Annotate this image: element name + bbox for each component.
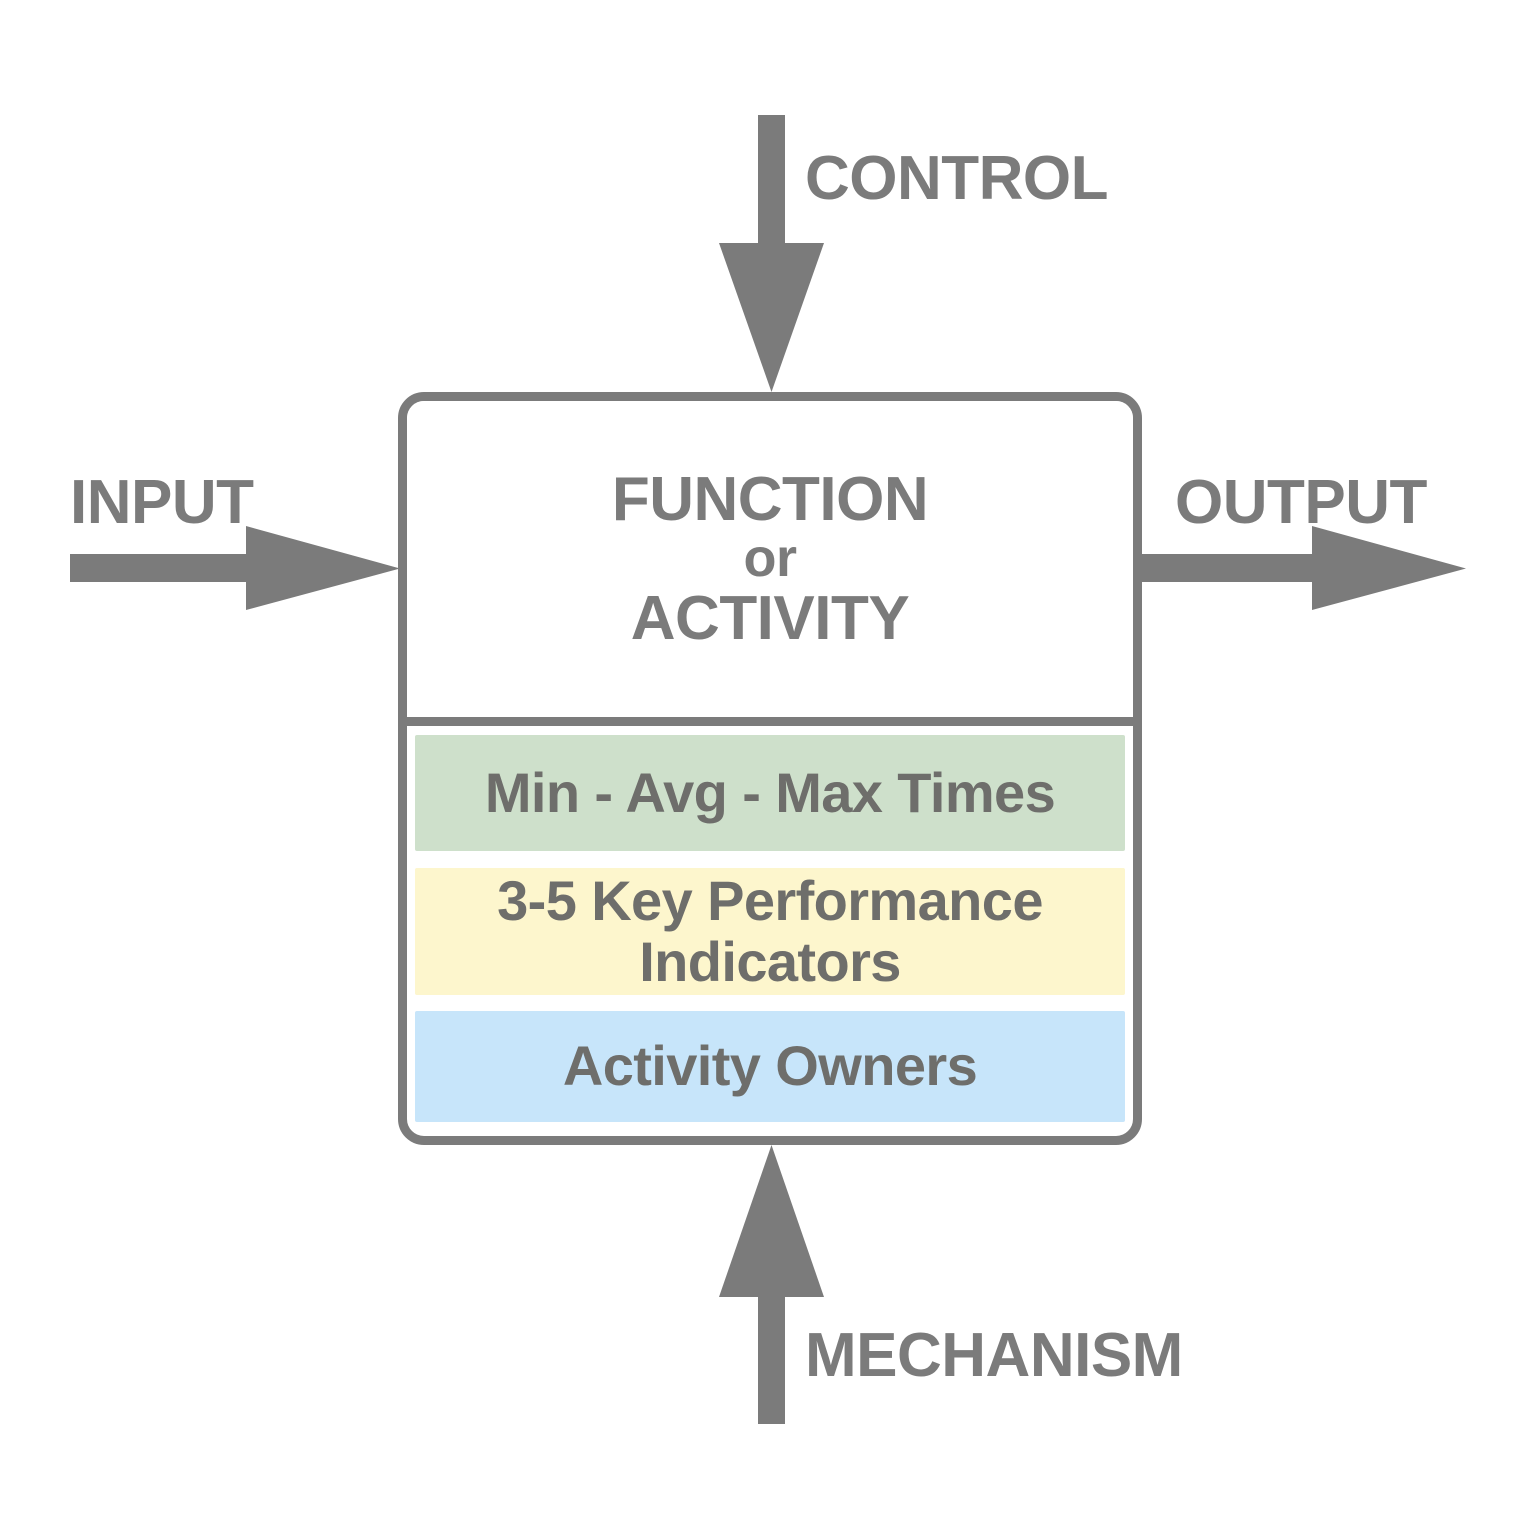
control-label: CONTROL <box>805 144 1109 213</box>
band-activity-owners: Activity Owners <box>415 1011 1125 1122</box>
control-arrow-icon <box>719 115 824 392</box>
mechanism-arrow-icon <box>719 1145 824 1424</box>
band-min-avg-max-times: Min - Avg - Max Times <box>415 735 1125 851</box>
band-times-label: Min - Avg - Max Times <box>484 760 1056 824</box>
function-title-line-1: FUNCTION <box>611 465 929 535</box>
input-label: INPUT <box>70 468 254 537</box>
band-key-performance-indicators: 3-5 Key Performance Indicators <box>415 868 1125 995</box>
function-title: FUNCTION or ACTIVITY <box>611 465 929 653</box>
output-arrow-icon <box>1136 526 1466 610</box>
function-title-region: FUNCTION or ACTIVITY <box>407 401 1133 726</box>
function-title-line-2: or <box>743 528 797 589</box>
band-owners-label: Activity Owners <box>562 1034 978 1098</box>
output-label: OUTPUT <box>1175 468 1427 537</box>
mechanism-label: MECHANISM <box>805 1321 1183 1390</box>
input-arrow-icon <box>70 526 400 610</box>
band-kpi-label: 3-5 Key Performance Indicators <box>497 869 1043 993</box>
function-activity-box: FUNCTION or ACTIVITY Min - Avg - Max Tim… <box>398 392 1142 1145</box>
function-title-line-3: ACTIVITY <box>630 583 910 653</box>
